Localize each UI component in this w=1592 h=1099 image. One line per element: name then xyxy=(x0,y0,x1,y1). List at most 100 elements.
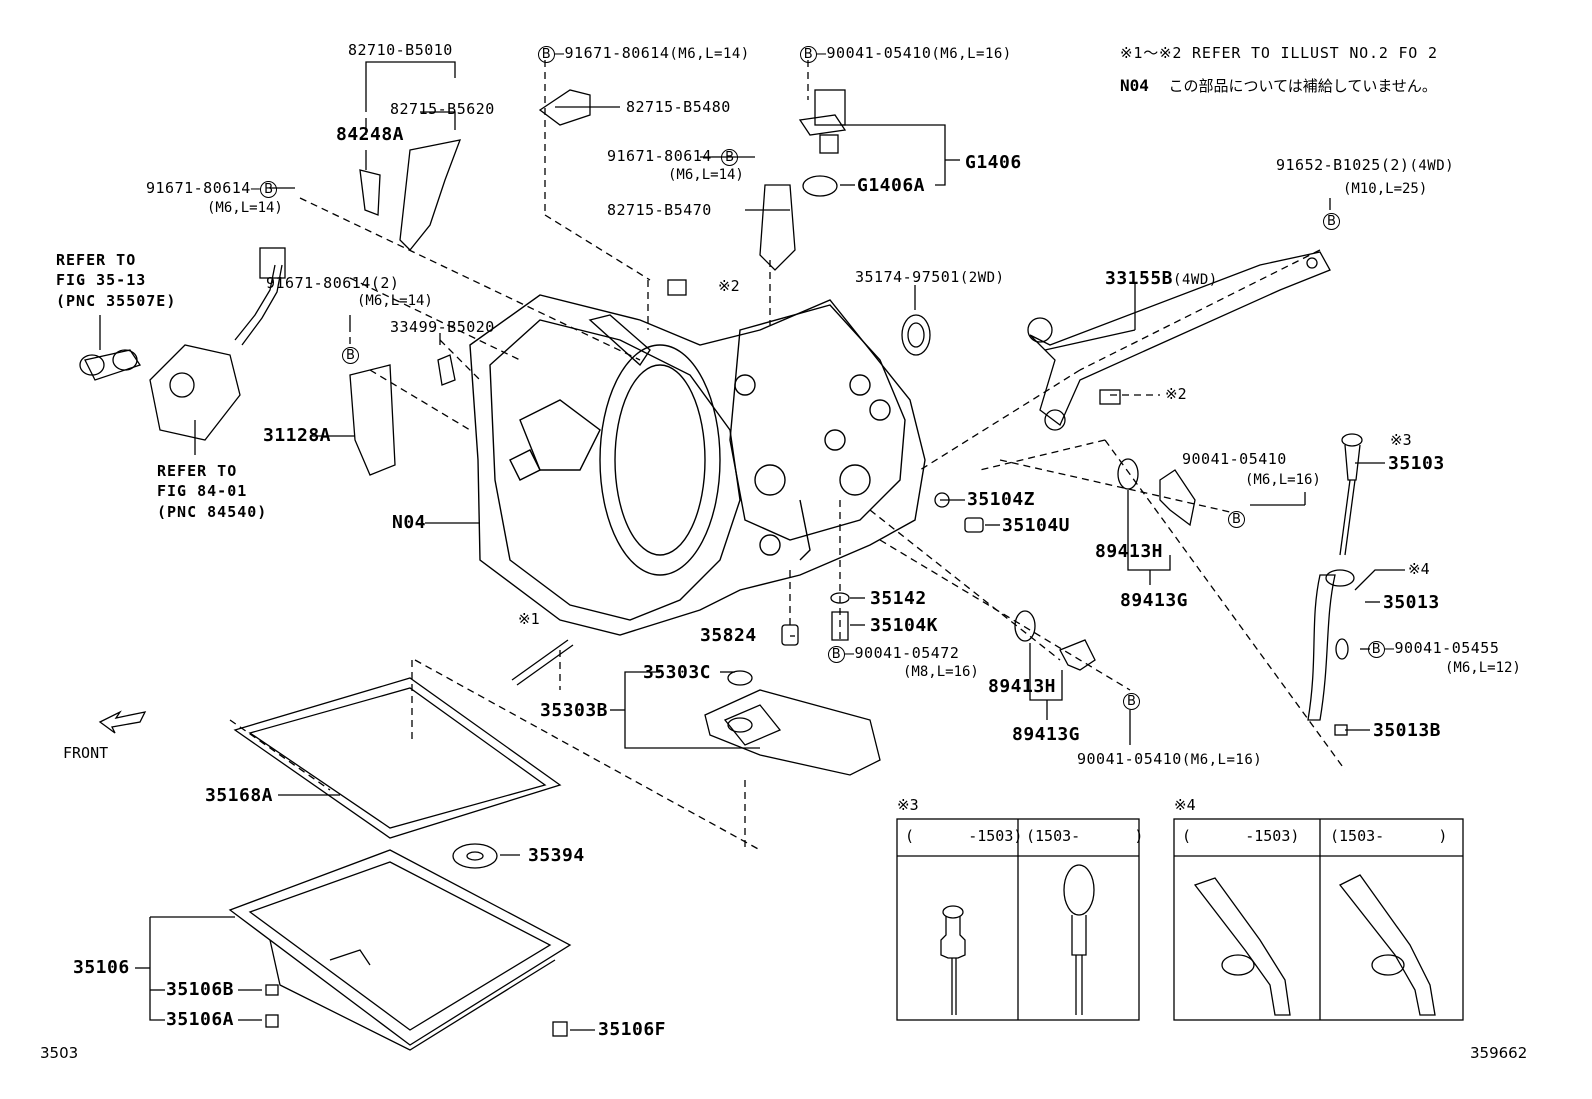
inset-box-3 xyxy=(896,818,1140,1021)
gasket-35168A xyxy=(233,677,562,839)
seal-35174 xyxy=(901,314,931,356)
callout-89413G-top[interactable]: 89413G xyxy=(1120,590,1189,611)
n04-note-code: N04 xyxy=(1120,76,1149,95)
callout-35174[interactable]: 35174-97501(2WD) xyxy=(855,268,1005,286)
callout-G1406A[interactable]: G1406A xyxy=(857,175,926,196)
refer-fig-35-13[interactable]: REFER TO FIG 35-13 (PNC 35507E) xyxy=(56,251,177,310)
callout-91671-left-spec: (M6,L=14) xyxy=(207,200,283,216)
b-mark-90041-right: B xyxy=(1228,510,1245,528)
oil-filter-35303B xyxy=(704,670,881,776)
tube-33155B xyxy=(1027,251,1331,431)
callout-35103[interactable]: 35103 xyxy=(1388,453,1445,474)
inset-box-4 xyxy=(1173,818,1464,1021)
callout-35142[interactable]: 35142 xyxy=(870,588,927,609)
b-mark: B xyxy=(828,646,845,663)
ring-35394 xyxy=(452,843,498,869)
callout-35303B[interactable]: 35303B xyxy=(540,700,609,721)
b-mark: B xyxy=(260,181,278,198)
callout-91671-top-spec: (M6,L=14) xyxy=(669,46,750,62)
dipstick-35103 xyxy=(1339,433,1363,556)
callout-90041-05472-number: 90041-05472 xyxy=(854,644,960,662)
callout-31128A[interactable]: 31128A xyxy=(263,425,332,446)
footer-illustration-id: 359662 xyxy=(1470,1044,1528,1062)
callout-89413H-bot[interactable]: 89413H xyxy=(988,676,1057,697)
callout-35303C[interactable]: 35303C xyxy=(643,662,712,683)
callout-35106A[interactable]: 35106A xyxy=(166,1009,235,1030)
callout-35106[interactable]: 35106 xyxy=(73,957,130,978)
callout-35013B[interactable]: 35013B xyxy=(1373,720,1442,741)
callout-89413H-top[interactable]: 89413H xyxy=(1095,541,1164,562)
callout-35174-suffix: (2WD) xyxy=(959,270,1005,286)
callout-91671-top-number: 91671-80614 xyxy=(564,44,670,62)
b-mark-91671-2: B xyxy=(342,346,359,364)
callout-90041-05455-spec: (M6,L=12) xyxy=(1445,660,1521,676)
callout-82715-B5470[interactable]: 82715-B5470 xyxy=(607,201,712,219)
callout-90041-right[interactable]: 90041-05410 xyxy=(1182,450,1287,468)
callout-35106B[interactable]: 35106B xyxy=(166,979,235,1000)
b-mark: B xyxy=(800,46,817,63)
sensor-G1406 xyxy=(798,89,847,197)
guide-lines xyxy=(229,60,1346,851)
speed-sensor-lower xyxy=(1014,610,1096,671)
callout-35394[interactable]: 35394 xyxy=(528,845,585,866)
callout-91671-2[interactable]: 91671-80614(2) xyxy=(266,274,400,292)
callout-35174-number: 35174-97501 xyxy=(855,268,960,286)
callout-91652-spec: (M10,L=25) xyxy=(1343,181,1428,197)
callout-90041-top[interactable]: B—90041-05410(M6,L=16) xyxy=(800,46,1012,63)
inset3-col2: (1503- ) xyxy=(1026,827,1144,845)
b-mark: B xyxy=(1368,641,1385,658)
footer-figure-number: 3503 xyxy=(40,1044,79,1062)
callout-90041-05472[interactable]: B—90041-05472 xyxy=(828,646,959,663)
callout-33155B[interactable]: 33155B(4WD) xyxy=(1105,270,1218,288)
callout-N04[interactable]: N04 xyxy=(392,512,427,533)
callout-35104K[interactable]: 35104K xyxy=(870,615,939,636)
callout-91671-left-number: 91671-80614 xyxy=(146,179,251,197)
callout-90041-05455-number: 90041-05455 xyxy=(1394,639,1500,657)
ref3-mark-main: ※3 xyxy=(1390,431,1412,449)
callout-33155B-number: 33155B xyxy=(1105,268,1174,289)
b-mark-90041-bot: B xyxy=(1123,692,1140,710)
inset4-col2: (1503- ) xyxy=(1330,827,1448,845)
inset4-mark: ※4 xyxy=(1174,796,1196,814)
callout-35824[interactable]: 35824 xyxy=(700,625,757,646)
callout-33499-B5020[interactable]: 33499-B5020 xyxy=(390,318,495,336)
callout-89413G-bot[interactable]: 89413G xyxy=(1012,724,1081,745)
b-mark: B xyxy=(342,347,359,364)
brackets xyxy=(349,89,796,476)
b-mark: B xyxy=(538,46,555,63)
callout-35106F[interactable]: 35106F xyxy=(598,1019,667,1040)
small-hardware xyxy=(265,279,1349,1037)
callout-90041-top-number: 90041-05410 xyxy=(826,44,932,62)
refer-fig-84-01[interactable]: REFER TO FIG 84-01 (PNC 84540) xyxy=(157,462,268,521)
callout-90041-05455[interactable]: B—90041-05455 xyxy=(1368,641,1499,658)
callout-91652[interactable]: 91652-B1025(2)(4WD) xyxy=(1276,158,1455,174)
inset3-col1: ( -1503) xyxy=(905,827,1023,845)
transmission-case xyxy=(469,294,926,636)
callout-91671-top[interactable]: B—91671-80614(M6,L=14) xyxy=(538,46,750,63)
callout-35168A[interactable]: 35168A xyxy=(205,785,274,806)
callout-G1406[interactable]: G1406 xyxy=(965,152,1022,173)
refer-note: ※1～※2 REFER TO ILLUST NO.2 FO 2 xyxy=(1120,44,1438,62)
callout-91652-suffix: (4WD) xyxy=(1409,158,1455,174)
callout-82715-B5480[interactable]: 82715-B5480 xyxy=(626,98,731,116)
b-mark: B xyxy=(1323,213,1340,230)
b-mark: B xyxy=(1123,693,1140,710)
oil-pan-35106 xyxy=(228,849,572,1051)
callout-35013[interactable]: 35013 xyxy=(1383,592,1440,613)
neutral-start-switch xyxy=(79,247,286,441)
callout-90041-bot-spec: (M6,L=16) xyxy=(1181,752,1263,768)
n04-note-text: この部品については補給していません。 xyxy=(1168,77,1437,95)
front-label: FRONT xyxy=(63,744,109,762)
callout-35104Z[interactable]: 35104Z xyxy=(967,489,1036,510)
callout-91671-mid-spec: (M6,L=14) xyxy=(668,167,744,183)
callout-84248A[interactable]: 84248A xyxy=(336,124,405,145)
callout-91671-left[interactable]: 91671-80614—B xyxy=(146,179,278,198)
callout-90041-bot[interactable]: 90041-05410(M6,L=16) xyxy=(1077,752,1263,768)
callout-82710-B5010[interactable]: 82710-B5010 xyxy=(348,41,453,59)
inset3-mark: ※3 xyxy=(897,796,919,814)
callout-82715-B5620[interactable]: 82715-B5620 xyxy=(390,100,495,118)
ref4-mark-main: ※4 xyxy=(1408,560,1430,578)
callout-91671-mid-number: 91671-80614 xyxy=(607,147,712,165)
callout-91671-mid[interactable]: 91671-80614—B xyxy=(607,147,739,166)
callout-35104U[interactable]: 35104U xyxy=(1002,515,1071,536)
